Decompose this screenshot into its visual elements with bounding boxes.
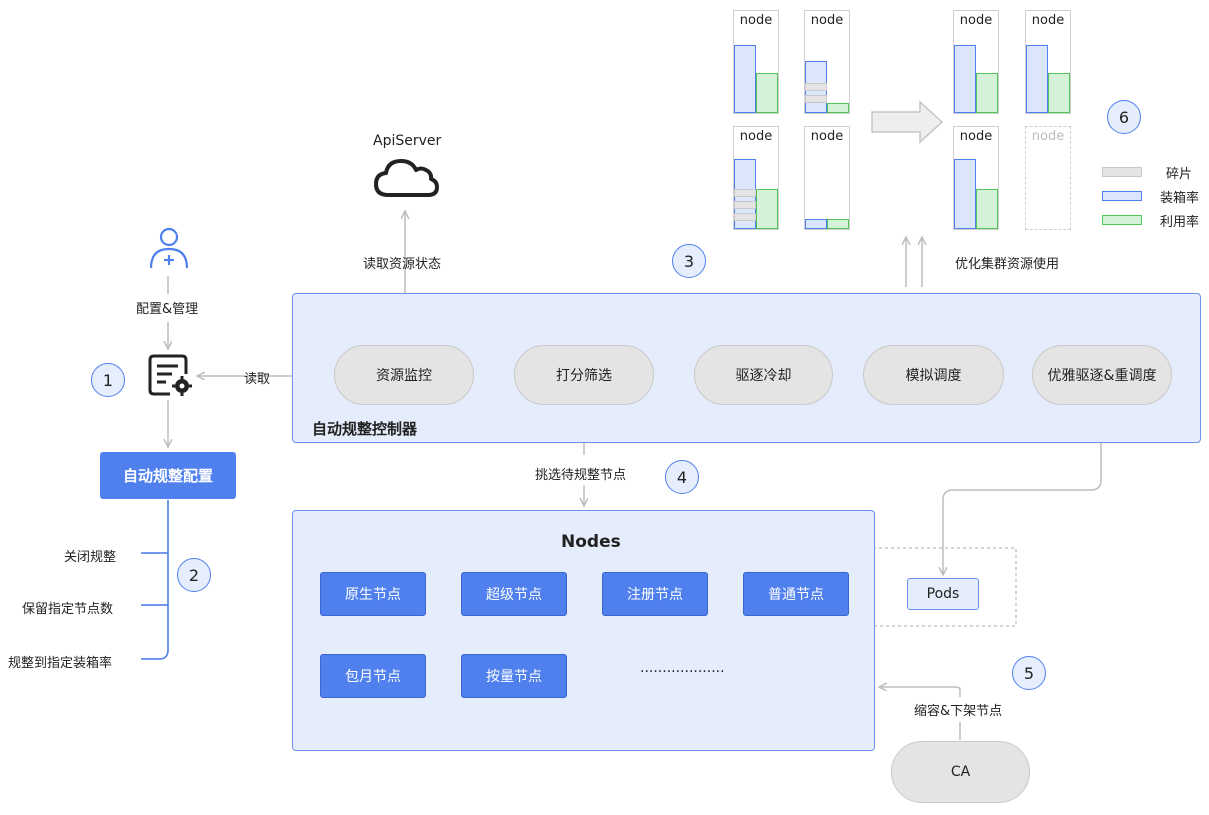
read-state-label: 读取资源状态 (363, 257, 442, 272)
select-nodes-label: 挑选待规整节点 (535, 468, 627, 483)
legend-pack-rate-label: 装箱率 (1160, 191, 1200, 206)
config-option-target-pack-rate[interactable]: 规整到指定装箱率 (8, 656, 113, 671)
stage-evict-cooldown[interactable]: 驱逐冷却 (694, 345, 833, 405)
before-node-2: node (804, 10, 850, 114)
before-node-3: node (733, 126, 779, 230)
config-document-icon (148, 354, 192, 396)
step-6-badge: 6 (1107, 100, 1141, 134)
step-1-badge: 1 (91, 363, 125, 397)
stage-score-filter[interactable]: 打分筛选 (514, 345, 654, 405)
after-node-removed: node (1025, 126, 1071, 230)
nodes-title: Nodes (561, 532, 621, 552)
step-4-badge: 4 (665, 460, 699, 494)
read-label: 读取 (244, 372, 271, 387)
apiserver-label: ApiServer (373, 133, 442, 149)
after-node-1: node (953, 10, 999, 114)
before-node-4: node (804, 126, 850, 230)
controller-title: 自动规整控制器 (312, 420, 418, 438)
legend-fragment-swatch (1102, 167, 1142, 177)
step-2-badge: 2 (177, 558, 211, 592)
legend-pack-rate-swatch (1102, 191, 1142, 201)
auto-consolidate-config-button[interactable]: 自动规整配置 (100, 452, 236, 499)
config-option-disable[interactable]: 关闭规整 (64, 550, 117, 565)
before-node-1: node (733, 10, 779, 114)
node-type-monthly[interactable]: 包月节点 (320, 654, 426, 698)
node-type-native[interactable]: 原生节点 (320, 572, 426, 616)
stage-resource-monitor[interactable]: 资源监控 (334, 345, 474, 405)
user-admin-icon (149, 227, 189, 269)
cluster-autoscaler-ca[interactable]: CA (891, 741, 1030, 803)
config-manage-label: 配置&管理 (136, 302, 199, 317)
node-type-normal[interactable]: 普通节点 (743, 572, 849, 616)
stage-simulate-schedule[interactable]: 模拟调度 (863, 345, 1004, 405)
node-type-pay-as-you-go[interactable]: 按量节点 (461, 654, 567, 698)
step-5-badge: 5 (1012, 656, 1046, 690)
transition-arrow (871, 100, 944, 144)
step-3-badge: 3 (672, 244, 706, 278)
scale-down-label: 缩容&下架节点 (914, 704, 1003, 719)
after-node-3: node (953, 126, 999, 230)
nodes-container (292, 510, 875, 751)
node-type-super[interactable]: 超级节点 (461, 572, 567, 616)
stage-graceful-evict-reschedule[interactable]: 优雅驱逐&重调度 (1032, 345, 1172, 405)
node-type-registered[interactable]: 注册节点 (602, 572, 708, 616)
cloud-icon (374, 159, 439, 197)
pods-box[interactable]: Pods (907, 578, 979, 610)
legend-utilization-label: 利用率 (1160, 215, 1200, 230)
legend-fragment-label: 碎片 (1166, 167, 1193, 182)
after-node-2: node (1025, 10, 1071, 114)
optimize-label: 优化集群资源使用 (955, 257, 1060, 272)
more-nodes-ellipsis: ··················· (640, 664, 725, 680)
legend-utilization-swatch (1102, 215, 1142, 225)
config-option-keep-nodes[interactable]: 保留指定节点数 (22, 602, 114, 617)
